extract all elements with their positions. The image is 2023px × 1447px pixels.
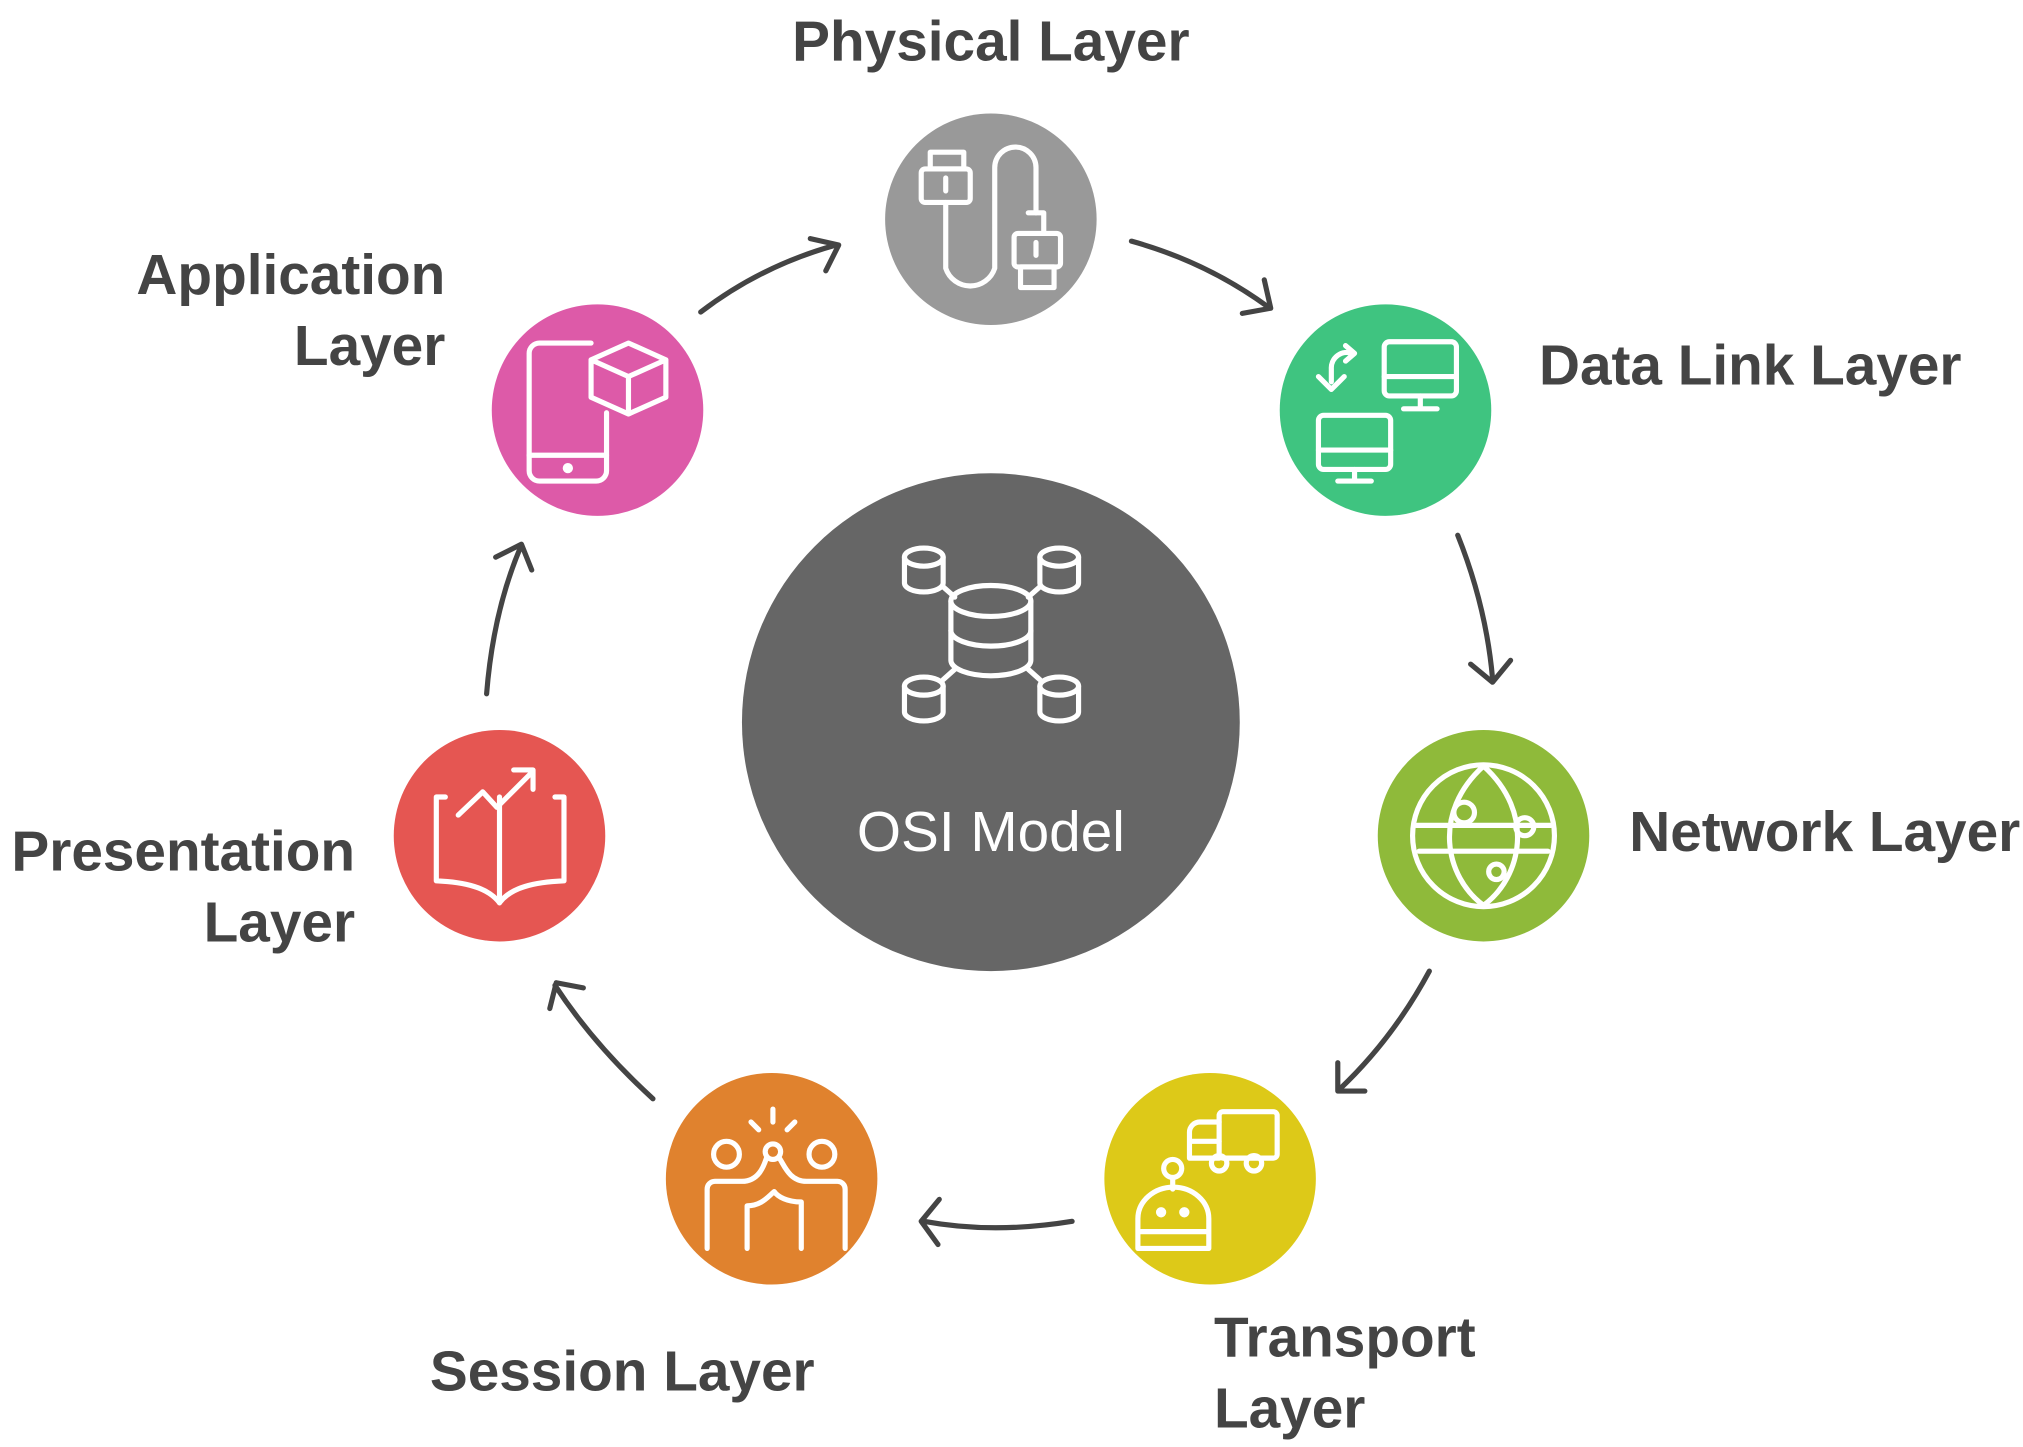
application-label-line2: Layer — [294, 315, 445, 378]
arrow-network-to-transport — [1335, 968, 1432, 1094]
data-link-circle — [1279, 304, 1492, 516]
network-circle — [1377, 729, 1590, 942]
book-chart-icon — [433, 767, 567, 906]
arrow-transport-to-session — [918, 1196, 1075, 1248]
cable-plug-icon — [918, 144, 1064, 291]
network-label: Network Layer — [1629, 801, 2020, 864]
physical-circle — [885, 113, 1097, 325]
application-circle — [491, 304, 704, 516]
presentation-label-line1: Presentation — [11, 821, 355, 884]
presentation-label-line2: Layer — [204, 891, 355, 954]
arrow-presentation-to-application — [484, 541, 535, 697]
transport-circle — [1104, 1072, 1316, 1285]
phone-box-icon — [526, 340, 669, 484]
data-link-label: Data Link Layer — [1539, 334, 1962, 397]
physical-label: Physical Layer — [792, 11, 1189, 74]
session-label: Session Layer — [430, 1340, 815, 1403]
computers-sync-icon — [1315, 339, 1460, 484]
application-label-line1: Application — [136, 244, 445, 307]
transport-label-line2: Layer — [1214, 1378, 1365, 1441]
people-high-five-icon — [704, 1106, 848, 1251]
globe-network-icon — [1410, 762, 1558, 910]
arrow-session-to-presentation — [547, 980, 656, 1102]
center-label: OSI Model — [857, 801, 1125, 864]
arrow-datalink-to-network — [1455, 532, 1514, 685]
session-circle — [665, 1072, 878, 1285]
arrow-physical-to-datalink — [1128, 238, 1274, 316]
transport-label-line1: Transport — [1214, 1307, 1476, 1370]
database-network-icon — [901, 545, 1082, 724]
arrow-application-to-physical — [698, 236, 842, 315]
center-circle — [741, 473, 1240, 972]
robot-truck-icon — [1135, 1109, 1280, 1251]
